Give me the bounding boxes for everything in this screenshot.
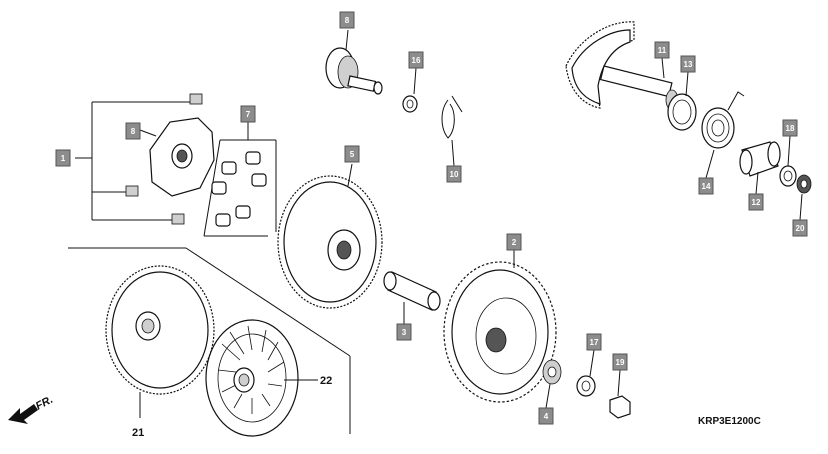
callout-2: 2 xyxy=(506,233,522,251)
callout-8: 8 xyxy=(125,122,141,140)
callout-15: 14 xyxy=(698,177,714,195)
ramp-plate-part xyxy=(149,117,215,197)
front-arrow-icon xyxy=(8,404,38,424)
svg-text:14: 14 xyxy=(702,182,711,191)
callout-1: 1 xyxy=(55,149,71,167)
svg-text:7: 7 xyxy=(246,110,251,119)
face-comp-21-part xyxy=(105,265,215,418)
bushing-13-part xyxy=(739,141,781,177)
guide-clip-low xyxy=(171,213,185,225)
callout-4: 4 xyxy=(538,407,554,425)
driven-face-part xyxy=(443,261,557,403)
callout-13: 12 xyxy=(748,193,764,211)
spring-15-part xyxy=(701,91,745,149)
svg-text:13: 13 xyxy=(684,60,693,69)
fan-face-22-part xyxy=(205,319,318,437)
callout-17: 17 xyxy=(586,333,602,351)
svg-text:18: 18 xyxy=(786,124,795,133)
callout-7: 7 xyxy=(240,105,256,123)
guide-clip-top xyxy=(189,93,203,105)
collar-3-part xyxy=(383,271,441,311)
callout-14: 13 xyxy=(680,55,696,73)
callout-3: 3 xyxy=(396,323,412,341)
weight-rollers xyxy=(211,151,267,227)
diagram-code: KRP3E1200C xyxy=(698,416,761,427)
callout-19: 19 xyxy=(612,353,628,371)
callout-10: 10 xyxy=(446,165,462,183)
svg-text:1: 1 xyxy=(61,154,66,163)
svg-text:2: 2 xyxy=(512,238,517,247)
kick-pinion-part xyxy=(325,47,383,95)
front-indicator-label: FR. xyxy=(34,394,55,413)
svg-text:10: 10 xyxy=(450,170,459,179)
svg-text:12: 12 xyxy=(752,198,761,207)
group-1-bracket xyxy=(75,101,190,221)
svg-text:4: 4 xyxy=(544,412,549,421)
callout-11: 8 xyxy=(339,11,355,29)
svg-text:17: 17 xyxy=(590,338,599,347)
kick-gear-part xyxy=(565,21,679,111)
callout-16: 16 xyxy=(408,51,424,69)
svg-text:11: 11 xyxy=(658,46,667,55)
nut-19-part xyxy=(609,395,631,419)
label-21: 21 xyxy=(132,427,144,439)
variator-frame xyxy=(68,247,351,434)
svg-text:3: 3 xyxy=(402,328,407,337)
svg-text:20: 20 xyxy=(796,224,805,233)
leader-lines xyxy=(139,29,803,409)
label-22: 22 xyxy=(320,375,332,387)
svg-text:8: 8 xyxy=(131,127,136,136)
callout-5: 5 xyxy=(344,145,360,163)
svg-text:16: 16 xyxy=(412,56,421,65)
svg-text:8: 8 xyxy=(345,16,350,25)
callout-12: 11 xyxy=(654,41,670,59)
svg-text:19: 19 xyxy=(616,358,625,367)
callout-18: 18 xyxy=(782,119,798,137)
svg-text:5: 5 xyxy=(350,150,355,159)
clip-10-part xyxy=(441,95,463,139)
drive-face-part xyxy=(277,175,383,309)
guide-clip-mid xyxy=(125,185,139,197)
callout-20: 20 xyxy=(792,219,808,237)
